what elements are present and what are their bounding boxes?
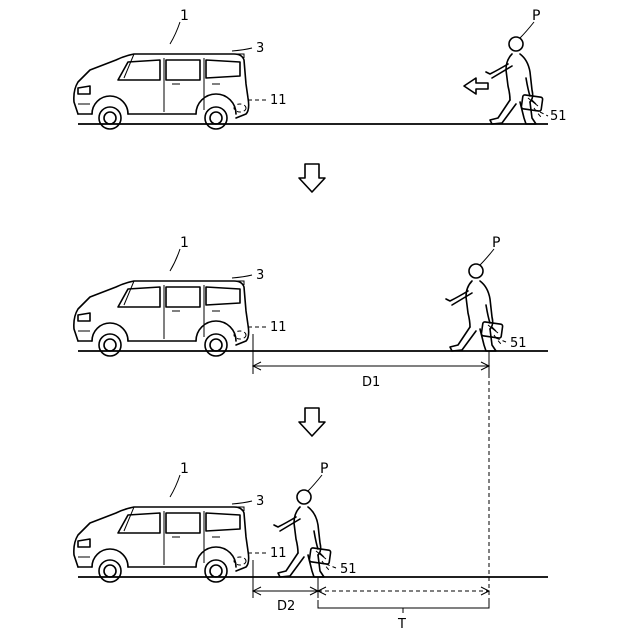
leader-key-2 — [496, 338, 506, 342]
leader-tailgate-3 — [232, 501, 252, 504]
label-vehicle-3: 1 — [180, 461, 189, 477]
leader-tailgate-2 — [232, 275, 252, 278]
label-tailgate-1: 3 — [256, 41, 264, 56]
label-person-3: P — [320, 461, 328, 477]
stage-1: 1 3 11 P 51 — [74, 8, 567, 129]
person-3 — [274, 490, 331, 577]
person-1 — [486, 37, 543, 124]
label-key-3: 51 — [340, 562, 357, 577]
down-arrow-icon-2 — [299, 408, 325, 436]
left-arrow-icon — [464, 78, 488, 94]
leader-person-3 — [308, 475, 322, 491]
label-d2: D2 — [277, 599, 295, 614]
label-tailgate-3: 3 — [256, 494, 264, 509]
label-person-1: P — [532, 8, 540, 24]
label-sensor-1: 11 — [270, 93, 287, 108]
label-key-2: 51 — [510, 336, 527, 351]
vehicle-1 — [74, 54, 249, 129]
down-arrow-icon-1 — [299, 164, 325, 192]
label-t: T — [397, 617, 406, 632]
label-vehicle-1: 1 — [180, 8, 189, 24]
label-d1: D1 — [362, 375, 380, 390]
label-sensor-2: 11 — [270, 320, 287, 335]
t-bracket — [318, 600, 489, 613]
label-key-1: 51 — [550, 109, 567, 124]
leader-vehicle-1 — [170, 22, 180, 44]
leader-key-3 — [326, 564, 336, 568]
person-2 — [446, 264, 503, 351]
label-tailgate-2: 3 — [256, 268, 264, 283]
leader-vehicle-2 — [170, 249, 180, 271]
leader-tailgate-1 — [232, 48, 252, 51]
leader-person-1 — [520, 22, 534, 38]
leader-vehicle-3 — [170, 475, 180, 497]
leader-person-2 — [480, 249, 494, 265]
leader-key-1 — [540, 112, 548, 116]
vehicle-2 — [74, 281, 249, 356]
stage-2: 1 3 11 P 51 D1 — [74, 235, 548, 390]
label-person-2: P — [492, 235, 500, 251]
label-vehicle-2: 1 — [180, 235, 189, 251]
label-sensor-3: 11 — [270, 546, 287, 561]
stage-3: 1 3 11 P 51 D2 T — [74, 374, 548, 632]
vehicle-3 — [74, 507, 249, 582]
